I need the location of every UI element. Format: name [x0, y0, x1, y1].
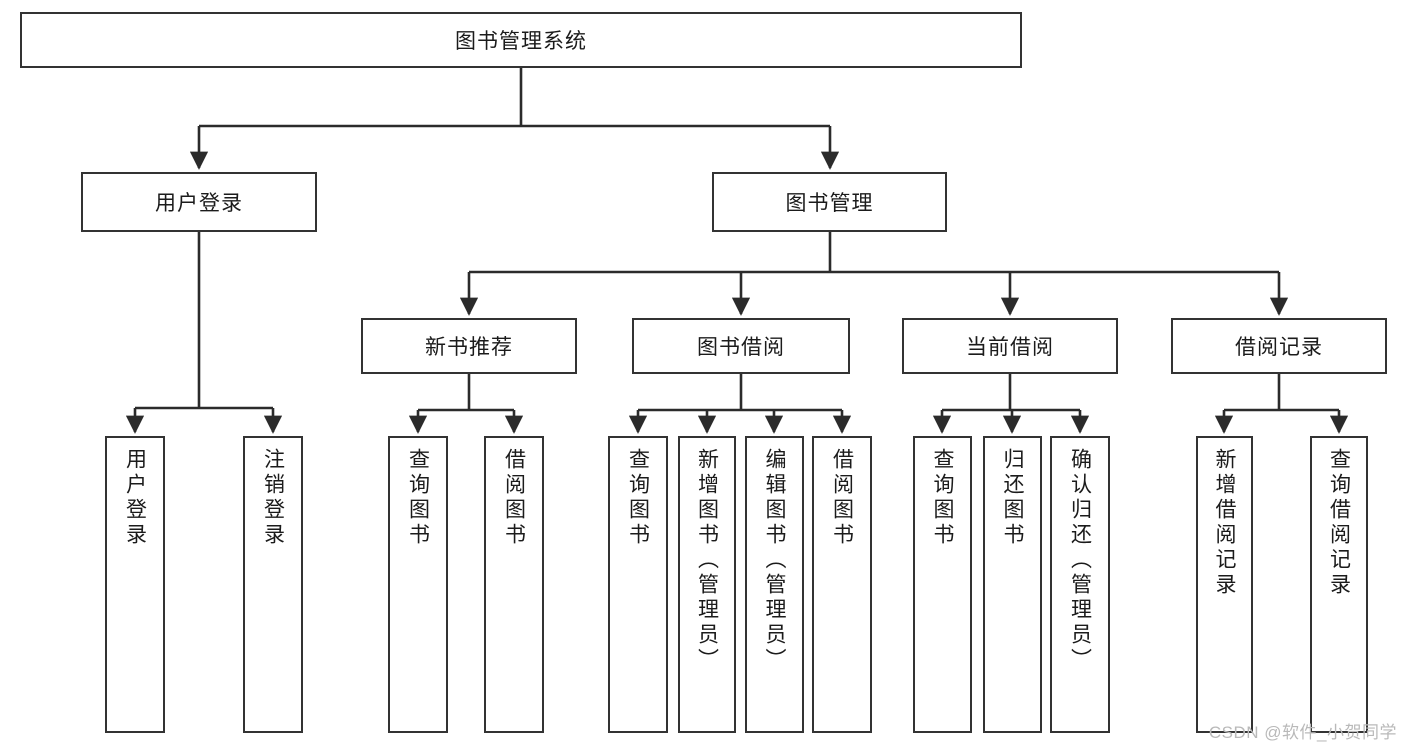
- node-leaf-user-logout[interactable]: 注销登录: [243, 436, 303, 733]
- node-leaf-edit-book-admin-label: 编辑图书（管理员）: [763, 448, 786, 673]
- node-root-label: 图书管理系统: [455, 30, 587, 53]
- node-current-borrow[interactable]: 当前借阅: [902, 318, 1118, 374]
- node-leaf-return-book-label: 归还图书: [1001, 448, 1024, 548]
- node-leaf-query-book-current[interactable]: 查询图书: [913, 436, 972, 733]
- node-leaf-query-book-borrow-label: 查询图书: [626, 448, 650, 548]
- node-borrow-records-label: 借阅记录: [1235, 336, 1323, 359]
- node-book-borrow[interactable]: 图书借阅: [632, 318, 850, 374]
- node-leaf-add-borrow-record-label: 新增借阅记录: [1213, 448, 1236, 598]
- node-leaf-query-borrow-record[interactable]: 查询借阅记录: [1310, 436, 1368, 733]
- node-new-book-recommend[interactable]: 新书推荐: [361, 318, 577, 374]
- watermark: CSDN @软件_小贺同学: [1208, 723, 1397, 742]
- node-leaf-query-book-current-label: 查询图书: [931, 448, 954, 548]
- node-book-manage-label: 图书管理: [785, 192, 874, 215]
- node-leaf-add-borrow-record[interactable]: 新增借阅记录: [1196, 436, 1253, 733]
- node-leaf-confirm-return-admin[interactable]: 确认归还（管理员）: [1050, 436, 1110, 733]
- node-leaf-add-book-admin-label: 新增图书（管理员）: [695, 448, 719, 673]
- node-user-login[interactable]: 用户登录: [81, 172, 317, 232]
- node-borrow-records[interactable]: 借阅记录: [1171, 318, 1387, 374]
- node-leaf-user-login[interactable]: 用户登录: [105, 436, 165, 733]
- node-user-login-label: 用户登录: [155, 192, 243, 215]
- node-new-book-recommend-label: 新书推荐: [425, 336, 513, 359]
- node-root[interactable]: 图书管理系统: [20, 12, 1022, 68]
- node-leaf-edit-book-admin[interactable]: 编辑图书（管理员）: [745, 436, 804, 733]
- node-leaf-borrow-book-rec-label: 借阅图书: [502, 448, 526, 548]
- node-leaf-borrow-book-label: 借阅图书: [830, 448, 854, 548]
- node-leaf-borrow-book-rec[interactable]: 借阅图书: [484, 436, 544, 733]
- node-current-borrow-label: 当前借阅: [966, 336, 1054, 359]
- node-leaf-user-login-label: 用户登录: [123, 448, 147, 548]
- node-leaf-user-logout-label: 注销登录: [261, 448, 285, 548]
- node-leaf-borrow-book[interactable]: 借阅图书: [812, 436, 872, 733]
- node-leaf-query-book-rec-label: 查询图书: [406, 448, 430, 548]
- node-leaf-add-book-admin[interactable]: 新增图书（管理员）: [678, 436, 736, 733]
- node-leaf-return-book[interactable]: 归还图书: [983, 436, 1042, 733]
- node-leaf-query-borrow-record-label: 查询借阅记录: [1327, 448, 1351, 598]
- node-leaf-confirm-return-admin-label: 确认归还（管理员）: [1068, 448, 1092, 673]
- node-book-manage[interactable]: 图书管理: [712, 172, 947, 232]
- node-book-borrow-label: 图书借阅: [697, 336, 785, 359]
- node-leaf-query-book-borrow[interactable]: 查询图书: [608, 436, 668, 733]
- node-leaf-query-book-rec[interactable]: 查询图书: [388, 436, 448, 733]
